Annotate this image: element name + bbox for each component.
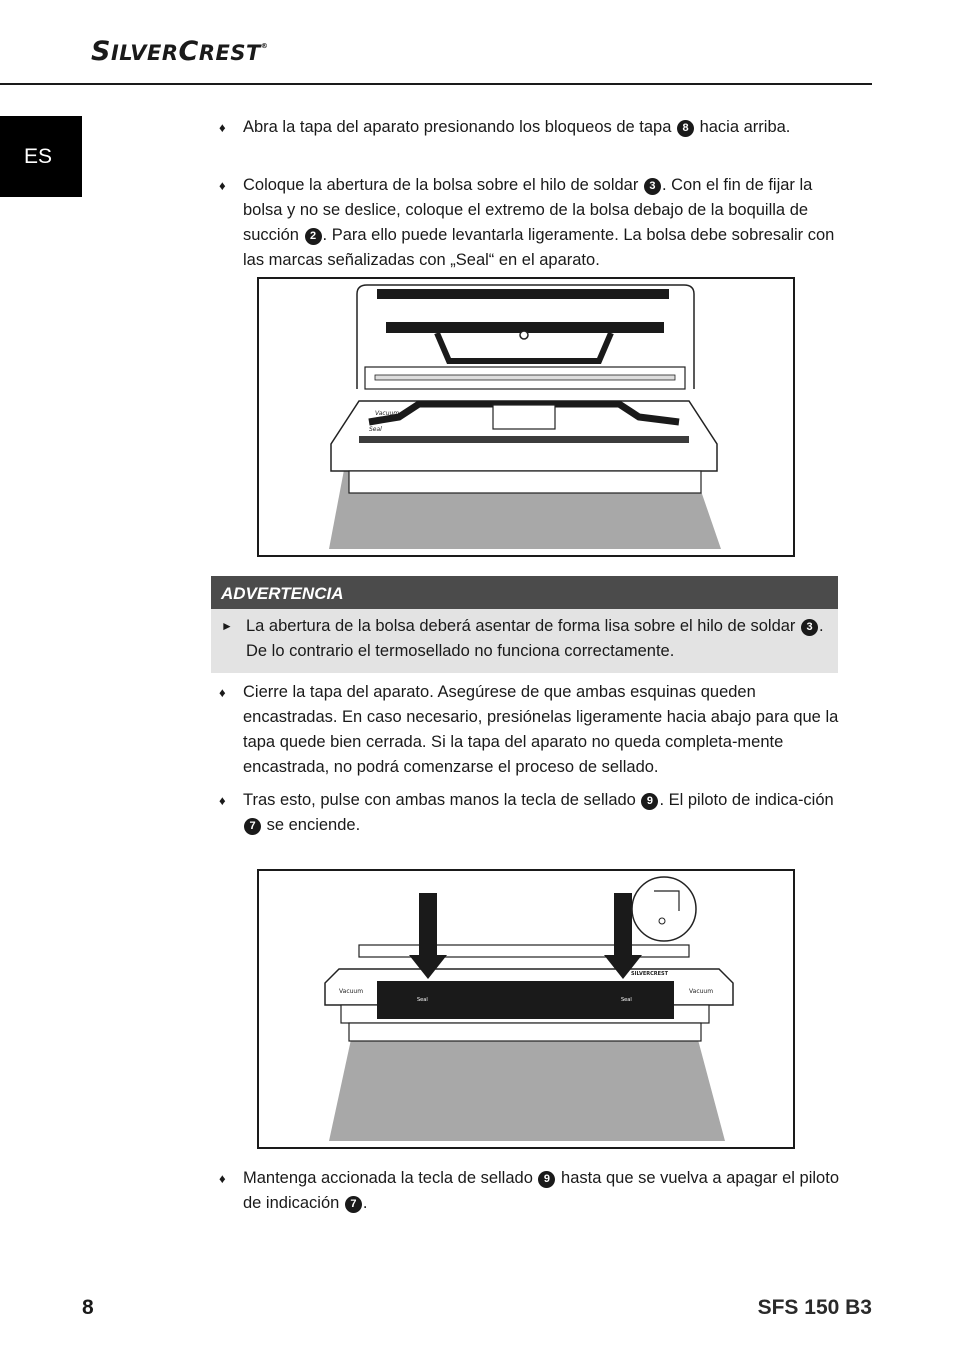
- figure1-seal-label: Seal: [369, 426, 382, 433]
- ref-number-badge: 3: [643, 178, 661, 195]
- instruction-bullet-5: ♦ Mantenga accionada la tecla de sellado…: [219, 1166, 841, 1216]
- ref-number-badge: 8: [677, 120, 694, 137]
- silvercrest-logo: SILVERCREST®: [91, 36, 269, 67]
- diamond-bullet-icon: ♦: [219, 178, 226, 193]
- warning-body: ► La abertura de la bolsa deberá asentar…: [211, 609, 838, 673]
- warning-box: ADVERTENCIA ► La abertura de la bolsa de…: [211, 576, 838, 673]
- diamond-bullet-icon: ♦: [219, 1171, 226, 1186]
- diamond-bullet-icon: ♦: [219, 685, 226, 700]
- page-number: 8: [82, 1296, 94, 1319]
- figure2-vacuum-right-label: Vacuum: [689, 988, 713, 995]
- instruction-bullet-1: ♦ Abra la tapa del aparato presionando l…: [219, 115, 841, 140]
- instruction-bullet-2: ♦ Coloque la abertura de la bolsa sobre …: [219, 173, 841, 273]
- ref-number-badge: 9: [641, 793, 659, 810]
- figure-open-lid-illustration: Vacuum Seal: [257, 277, 795, 557]
- figure2-vacuum-left-label: Vacuum: [339, 988, 363, 995]
- instruction-bullet-4: ♦ Tras esto, pulse con ambas manos la te…: [219, 788, 841, 838]
- language-tab: ES: [0, 116, 82, 197]
- diamond-bullet-icon: ♦: [219, 120, 226, 135]
- figure2-brand-label: SILVERCREST: [631, 971, 669, 977]
- figure-press-seal-illustration: Vacuum Vacuum Seal Seal SILVERCREST: [257, 869, 795, 1149]
- diamond-bullet-icon: ♦: [219, 793, 226, 808]
- ref-number-badge: 2: [304, 228, 322, 245]
- header-rule: [0, 83, 872, 85]
- ref-number-badge: 7: [344, 1196, 362, 1213]
- instruction-bullet-3: ♦ Cierre la tapa del aparato. Asegúrese …: [219, 680, 841, 780]
- figure2-seal-right-label: Seal: [621, 997, 632, 1003]
- figure2-seal-left-label: Seal: [417, 997, 428, 1003]
- model-number: SFS 150 B3: [757, 1296, 872, 1319]
- ref-number-badge: 3: [801, 619, 819, 636]
- figure1-vacuum-label: Vacuum: [375, 410, 399, 417]
- triangle-bullet-icon: ►: [221, 619, 233, 633]
- ref-number-badge: 9: [538, 1171, 556, 1188]
- warning-title: ADVERTENCIA: [211, 576, 838, 609]
- ref-number-badge: 7: [244, 818, 261, 835]
